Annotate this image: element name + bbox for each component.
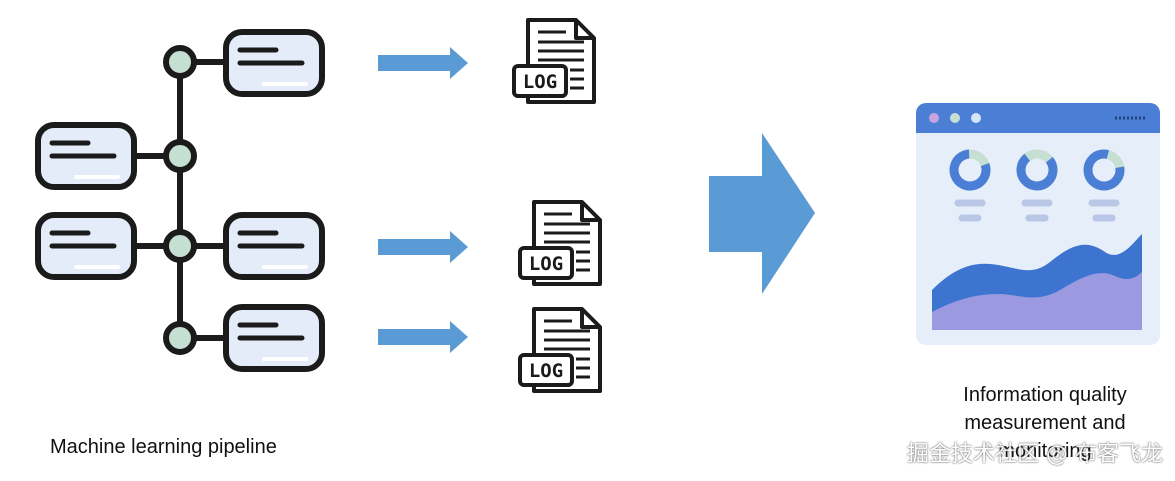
window-dot-1: [929, 113, 939, 123]
watermark: 掘金技术社区 @ 布客飞龙: [907, 442, 1163, 467]
donut-chart-3: [1083, 149, 1125, 191]
log-label-1: LOG: [523, 71, 557, 93]
arrow-right-3: [378, 321, 468, 353]
log-file-icon-3: LOG: [518, 307, 602, 393]
pipeline-caption: Machine learning pipeline: [50, 436, 277, 458]
dashboard-caption: Information quality measurement and moni…: [963, 384, 1127, 462]
pipeline-node-1: [163, 45, 197, 79]
window-dot-2: [950, 113, 960, 123]
pipeline-box-4: [223, 212, 325, 280]
pipeline-box-1: [223, 29, 325, 97]
stat-pills: [954, 199, 1120, 222]
pipeline-node-2: [163, 139, 197, 173]
big-arrow-right: [709, 133, 815, 294]
wave-area-light: [932, 272, 1142, 330]
donut-chart-2: [1016, 149, 1058, 191]
pipeline-nodes: [163, 45, 197, 355]
log-label-2: LOG: [529, 253, 563, 275]
arrow-right-2: [378, 231, 468, 263]
pipeline-node-3: [163, 229, 197, 263]
log-file-icon-2: LOG: [518, 200, 602, 286]
arrow-right-1: [378, 47, 468, 79]
donut-chart-1: [949, 149, 991, 191]
pipeline-box-3: [35, 212, 137, 280]
log-label-3: LOG: [529, 360, 563, 382]
pipeline-box-2: [35, 122, 137, 190]
pipeline-node-4: [163, 321, 197, 355]
log-file-icon-1: LOG: [512, 18, 596, 104]
pipeline-box-5: [223, 304, 325, 372]
pipeline-tree: [129, 59, 231, 341]
window-dot-3: [971, 113, 981, 123]
dashboard-icon: [916, 103, 1160, 345]
